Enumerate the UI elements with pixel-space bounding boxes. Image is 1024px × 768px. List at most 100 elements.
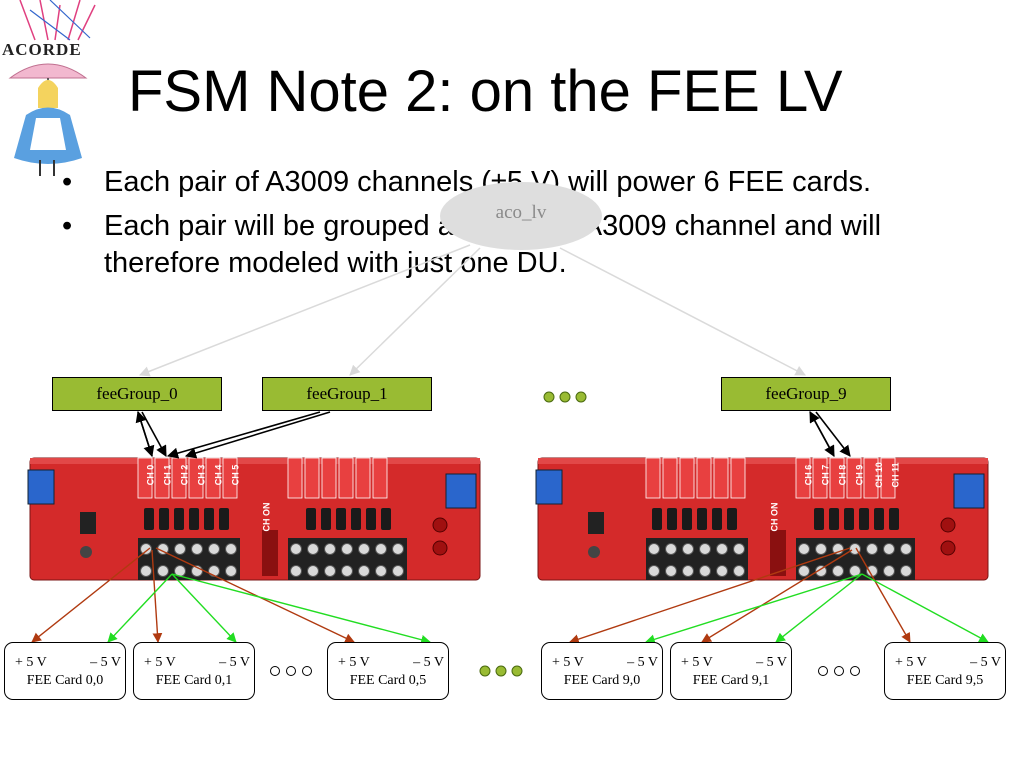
terminal-screw <box>324 543 336 555</box>
ellipsis-dots-top <box>543 391 587 403</box>
channel-tab <box>645 457 661 499</box>
fuse <box>381 508 391 530</box>
fee-card: + 5 V– 5 V FEE Card 0,5 <box>327 642 449 700</box>
terminal-screw <box>140 543 152 555</box>
ellipsis-dots-left <box>270 666 312 676</box>
fuse <box>682 508 692 530</box>
channel-tab <box>222 457 238 499</box>
fuse <box>859 508 869 530</box>
terminal-block <box>646 538 748 580</box>
channel-tab <box>730 457 746 499</box>
terminal-screw <box>174 543 186 555</box>
fee-group-0: feeGroup_0 <box>52 377 222 411</box>
fuse <box>727 508 737 530</box>
fee-card: + 5 V– 5 V FEE Card 0,1 <box>133 642 255 700</box>
fuse <box>844 508 854 530</box>
terminal-screw <box>324 565 336 577</box>
logo-text: ACORDE <box>2 40 82 59</box>
channel-tab <box>662 457 678 499</box>
fuse <box>652 508 662 530</box>
terminal-screw <box>716 565 728 577</box>
terminal-screw <box>225 565 237 577</box>
fuse <box>829 508 839 530</box>
terminal-screw <box>883 565 895 577</box>
terminal-screw <box>392 543 404 555</box>
terminal-screw <box>290 565 302 577</box>
fuse <box>321 508 331 530</box>
terminal-screw <box>665 565 677 577</box>
tree-links <box>139 244 806 377</box>
terminal-screw <box>733 543 745 555</box>
plus-label: + 5 V <box>895 655 927 670</box>
minus-label: – 5 V <box>756 655 787 670</box>
minus-label: – 5 V <box>413 655 444 670</box>
terminal-screw <box>815 565 827 577</box>
plus-label: + 5 V <box>338 655 370 670</box>
group-channel-arrows <box>135 410 851 459</box>
channel-tab <box>713 457 729 499</box>
fuse <box>336 508 346 530</box>
terminal-screw <box>798 565 810 577</box>
plus-label: + 5 V <box>681 655 713 670</box>
channel-tab <box>205 457 221 499</box>
fuse <box>889 508 899 530</box>
channel-label: CH 7 <box>820 464 831 486</box>
channel-label: CH 1 <box>162 464 173 486</box>
channel-label: CH 8 <box>837 464 848 486</box>
terminal-screw <box>375 543 387 555</box>
card-name: FEE Card 0,1 <box>155 673 233 688</box>
channel-tab <box>287 457 303 499</box>
terminal-screw <box>648 565 660 577</box>
terminal-screw <box>900 565 912 577</box>
ellipsis-dots-middle <box>479 665 523 677</box>
card-name: FEE Card 9,1 <box>692 673 770 688</box>
channel-tab <box>679 457 695 499</box>
terminal-screw <box>392 565 404 577</box>
channel-tab <box>154 457 170 499</box>
terminal-screw <box>157 565 169 577</box>
fuse <box>144 508 154 530</box>
minus-label: – 5 V <box>627 655 658 670</box>
fuse <box>204 508 214 530</box>
logo-graphic <box>8 0 96 176</box>
channel-tab <box>372 457 388 499</box>
acorde-logo: ACORDE <box>0 0 110 185</box>
channel-label: CH 10 <box>873 462 884 488</box>
channel-label: CH 9 <box>854 464 865 486</box>
terminal-screw <box>883 543 895 555</box>
terminal-screw <box>225 543 237 555</box>
channel-tab <box>338 457 354 499</box>
card-name: FEE Card 9,5 <box>906 673 984 688</box>
plus-label: + 5 V <box>15 655 47 670</box>
channel-tab <box>321 457 337 499</box>
terminal-screw <box>358 543 370 555</box>
ch-on-label-left: CH ON <box>261 502 272 532</box>
slide-title: FSM Note 2: on the FEE LV <box>128 59 843 124</box>
fee-group-1: feeGroup_1 <box>262 377 432 411</box>
terminal-screw <box>699 565 711 577</box>
terminal-screw <box>375 565 387 577</box>
fee-card: + 5 V – 5 V FEE Card 9,1 <box>670 642 792 700</box>
channel-label: CH 2 <box>179 464 190 486</box>
terminal-screw <box>682 565 694 577</box>
terminal-screw <box>866 543 878 555</box>
terminal-screw <box>682 543 694 555</box>
fuse <box>874 508 884 530</box>
fee-card: + 5 V– 5 V FEE Card 0,0 <box>4 642 126 700</box>
terminal-screw <box>358 565 370 577</box>
terminal-screw <box>140 565 152 577</box>
terminal-screw <box>208 543 220 555</box>
card-name: FEE Card 0,0 <box>26 673 104 688</box>
terminal-screw <box>699 543 711 555</box>
fuse <box>306 508 316 530</box>
channel-label: CH 11 <box>890 462 901 488</box>
channel-tab <box>137 457 153 499</box>
fuse <box>159 508 169 530</box>
minus-wires <box>107 573 989 645</box>
channel-label: CH 3 <box>196 464 207 486</box>
fee-card: + 5 V– 5 V FEE Card 9,0 <box>541 642 663 700</box>
terminal-screw <box>648 543 660 555</box>
terminal-screw <box>290 543 302 555</box>
channel-tab <box>829 457 845 499</box>
